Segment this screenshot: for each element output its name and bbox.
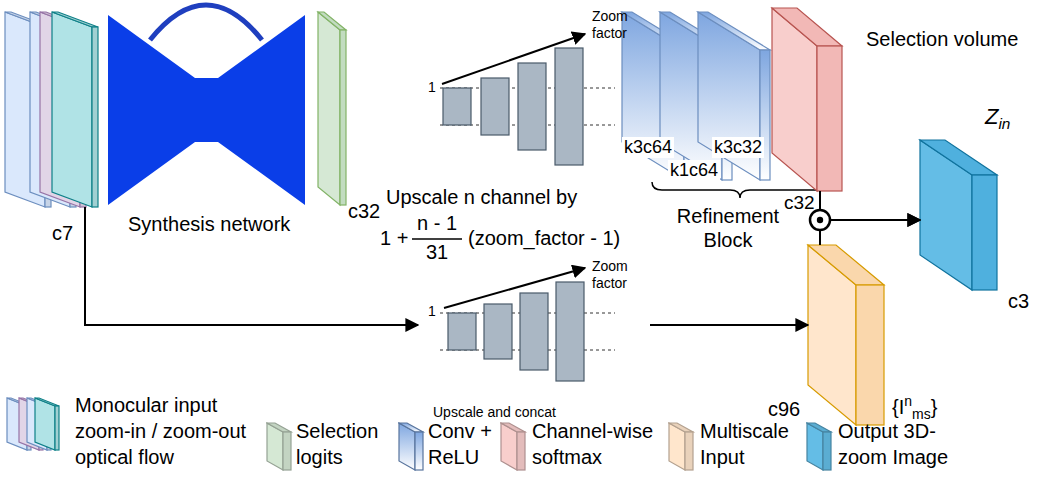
output-slab: [972, 175, 997, 290]
legend-slab: [685, 432, 693, 470]
legend-swatch: [398, 422, 426, 480]
selection-logits-slab: [318, 12, 346, 30]
node-label: Upscale n channel by: [386, 186, 577, 209]
node-label: k1c64: [668, 160, 720, 181]
output-slab: [920, 140, 997, 175]
selection-volume-slab: [772, 8, 842, 46]
node-label: c96: [768, 398, 800, 421]
conv-slab: [760, 50, 770, 180]
legend-slab: [807, 423, 831, 432]
node-label: Zoom factor: [592, 8, 642, 42]
diagram-node: Zinc3: [920, 140, 997, 290]
legend-slab: [517, 432, 525, 470]
node-label: c3: [1008, 290, 1029, 313]
multiscale-input-slab: [808, 245, 884, 285]
node-label: c32: [784, 192, 815, 214]
product-operator: [817, 217, 823, 223]
upscale-bar: [520, 293, 548, 370]
legend-slab: [501, 423, 525, 432]
label-part: Z: [985, 104, 998, 129]
node-label: 1: [428, 79, 436, 95]
legend-slab: [35, 398, 55, 450]
legend-swatch: [668, 422, 696, 480]
input-layer: [92, 27, 98, 207]
connector-arrow: [820, 220, 920, 245]
zoom-arrow: [444, 268, 585, 308]
diagram-node: 1 Zoom factorUpscale n channel by 1 + n - 1…: [378, 5, 660, 270]
legend-swatch: [500, 422, 528, 480]
conv-slab: [698, 12, 770, 50]
connector-arrow: [820, 191, 920, 220]
selection-volume-slab: [817, 46, 842, 191]
legend-text: Channel-wise softmax: [532, 418, 662, 470]
node-label: 1: [428, 303, 436, 319]
legend-slab: [35, 398, 59, 406]
input-layer: [52, 12, 92, 207]
upscale-bar: [484, 304, 512, 359]
upscale-bar: [481, 78, 509, 135]
node-label: Zin: [985, 104, 1010, 133]
upscale-bar: [556, 282, 584, 381]
fraction-bar: [412, 238, 462, 240]
node-label: Synthesis network: [128, 213, 290, 236]
skip-connection: [150, 5, 262, 40]
upscale-bar: [518, 63, 546, 150]
zoom-arrow: [442, 34, 585, 84]
upscale-bar: [443, 88, 471, 125]
node-label: Refinement Block: [673, 204, 783, 252]
input-layer: [52, 12, 98, 27]
legend-slab: [415, 432, 423, 470]
diagram-node: c7: [5, 12, 100, 207]
diagram-node: c32: [318, 12, 346, 205]
diagram-node: c96{Inms}: [808, 245, 884, 425]
legend-swatch: [806, 422, 834, 480]
selection-logits-slab: [340, 30, 346, 205]
node-label: n - 1: [417, 212, 457, 235]
multiscale-input-slab: [856, 285, 884, 425]
node-label: Selection volume: [866, 28, 1018, 51]
legend-slab: [55, 406, 59, 450]
label-part: in: [998, 115, 1010, 132]
legend-slab: [399, 423, 423, 432]
diagram-node: Selection volumec32: [772, 8, 842, 191]
upscale-bar: [448, 313, 476, 350]
legend-slab: [267, 423, 291, 432]
legend-swatch: [266, 422, 294, 480]
node-label: Zoom factor: [592, 258, 642, 292]
diagram-node: Synthesis network: [108, 0, 305, 245]
node-label: 31: [426, 241, 448, 264]
upscale-bar: [555, 48, 583, 165]
node-label: c7: [52, 222, 73, 245]
legend-slab: [823, 432, 831, 470]
node-label: (zoom_factor - 1): [468, 227, 620, 250]
legend-slab: [283, 432, 291, 470]
connector-arrow: [85, 207, 418, 325]
node-label: c32: [348, 200, 380, 223]
label-part: ms: [912, 406, 931, 422]
legend-text: Output 3D-zoom Image: [838, 418, 983, 470]
legend-text: Conv + ReLU: [428, 418, 494, 470]
node-label: 1 +: [380, 227, 408, 250]
node-label: {Inms}: [892, 393, 937, 422]
legend-text: Monocular input zoom-in / zoom-out optic…: [75, 392, 255, 470]
legend-text: Selection logits: [296, 418, 388, 470]
connector-arrow: [650, 324, 808, 326]
node-label: k3c64: [622, 137, 674, 158]
label-part: {I: [892, 396, 904, 418]
selection-logits-slab: [318, 12, 340, 205]
label-part: n: [904, 393, 912, 409]
legend-slab: [669, 423, 693, 432]
node-label: Upscale and concat: [433, 404, 556, 420]
label-part: }: [931, 396, 938, 418]
synthesis-network-shape: [108, 15, 305, 205]
legend-text: Multiscale Input: [700, 418, 800, 470]
legend-swatch: [5, 396, 67, 454]
node-label: k3c32: [712, 137, 764, 158]
diagram-node: 1 Zoom factorUpscale and concat: [418, 258, 650, 430]
